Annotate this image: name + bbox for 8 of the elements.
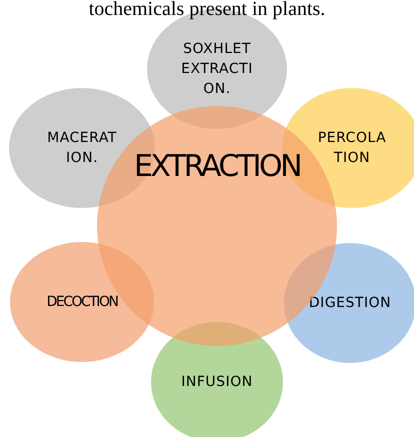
method-label: DECOCTION <box>46 292 118 312</box>
method-label: DIGESTION <box>308 294 392 313</box>
caption-text: tochemicals present in plants. <box>88 0 326 20</box>
method-label: SOXHLET EXTRACTI ON. <box>180 40 254 100</box>
method-label: MACERAT ION. <box>46 128 118 168</box>
method-label: INFUSION <box>181 372 253 392</box>
central-label: EXTRACTION <box>134 148 300 186</box>
method-label: PERCOLA TION <box>316 128 388 168</box>
